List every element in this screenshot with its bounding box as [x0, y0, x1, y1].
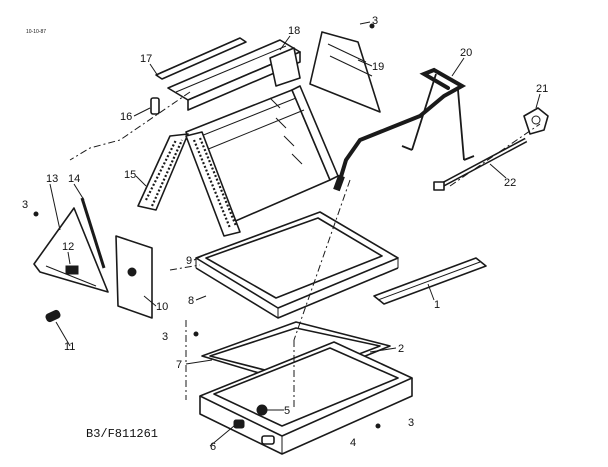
coil-side-panel-19	[309, 31, 381, 113]
assembly-lines	[69, 91, 541, 410]
left-side-panel-13	[33, 207, 109, 293]
callout-13: 13	[46, 173, 58, 185]
callout-7: 7	[176, 359, 182, 371]
coil-left-slab	[137, 131, 241, 237]
label-plate-12	[65, 265, 79, 275]
callout-22: 22	[504, 177, 516, 189]
coil-bracket-17	[155, 37, 247, 80]
drain-fitting-5	[256, 404, 268, 416]
drain-outlet	[261, 435, 275, 445]
callout-16: 16	[120, 111, 132, 123]
callout-3-bottom: 3	[408, 417, 414, 429]
callout-3-left: 3	[22, 199, 28, 211]
callout-20: 20	[460, 47, 472, 59]
plug-16	[150, 97, 160, 115]
refrigerant-tubing-20	[333, 67, 475, 192]
callout-17: 17	[140, 53, 152, 65]
fitting-11	[45, 309, 61, 323]
coil-pan-frame-9	[195, 211, 399, 319]
callout-6: 6	[210, 441, 216, 453]
rail-1	[373, 257, 487, 305]
callout-11: 11	[64, 341, 75, 353]
callout-18: 18	[288, 25, 300, 37]
date-stamp: 10-10-87	[26, 29, 46, 35]
callout-9: 9	[186, 255, 192, 267]
callout-15: 15	[124, 169, 136, 181]
access-panel-10	[115, 235, 153, 319]
callout-3-mid: 3	[162, 331, 168, 343]
document-reference: B3/F811261	[86, 427, 158, 441]
callout-2: 2	[398, 343, 404, 355]
coil-support-18	[269, 47, 301, 87]
screw-3	[33, 23, 381, 429]
callout-21: 21	[536, 83, 548, 95]
callout-5: 5	[284, 405, 290, 417]
drain-pan-4	[199, 341, 413, 455]
callout-1: 1	[434, 299, 440, 311]
callout-19: 19	[372, 61, 384, 73]
callout-leaders	[49, 21, 541, 447]
callout-8: 8	[188, 295, 194, 307]
callout-14: 14	[68, 173, 80, 185]
callout-3-top: 3	[372, 15, 378, 27]
callout-4: 4	[350, 437, 356, 449]
fitting-21	[523, 107, 549, 135]
callout-10: 10	[156, 301, 168, 313]
drain-plug-6	[233, 419, 245, 429]
callout-12: 12	[62, 241, 74, 253]
left-side-rod-14	[80, 197, 106, 269]
